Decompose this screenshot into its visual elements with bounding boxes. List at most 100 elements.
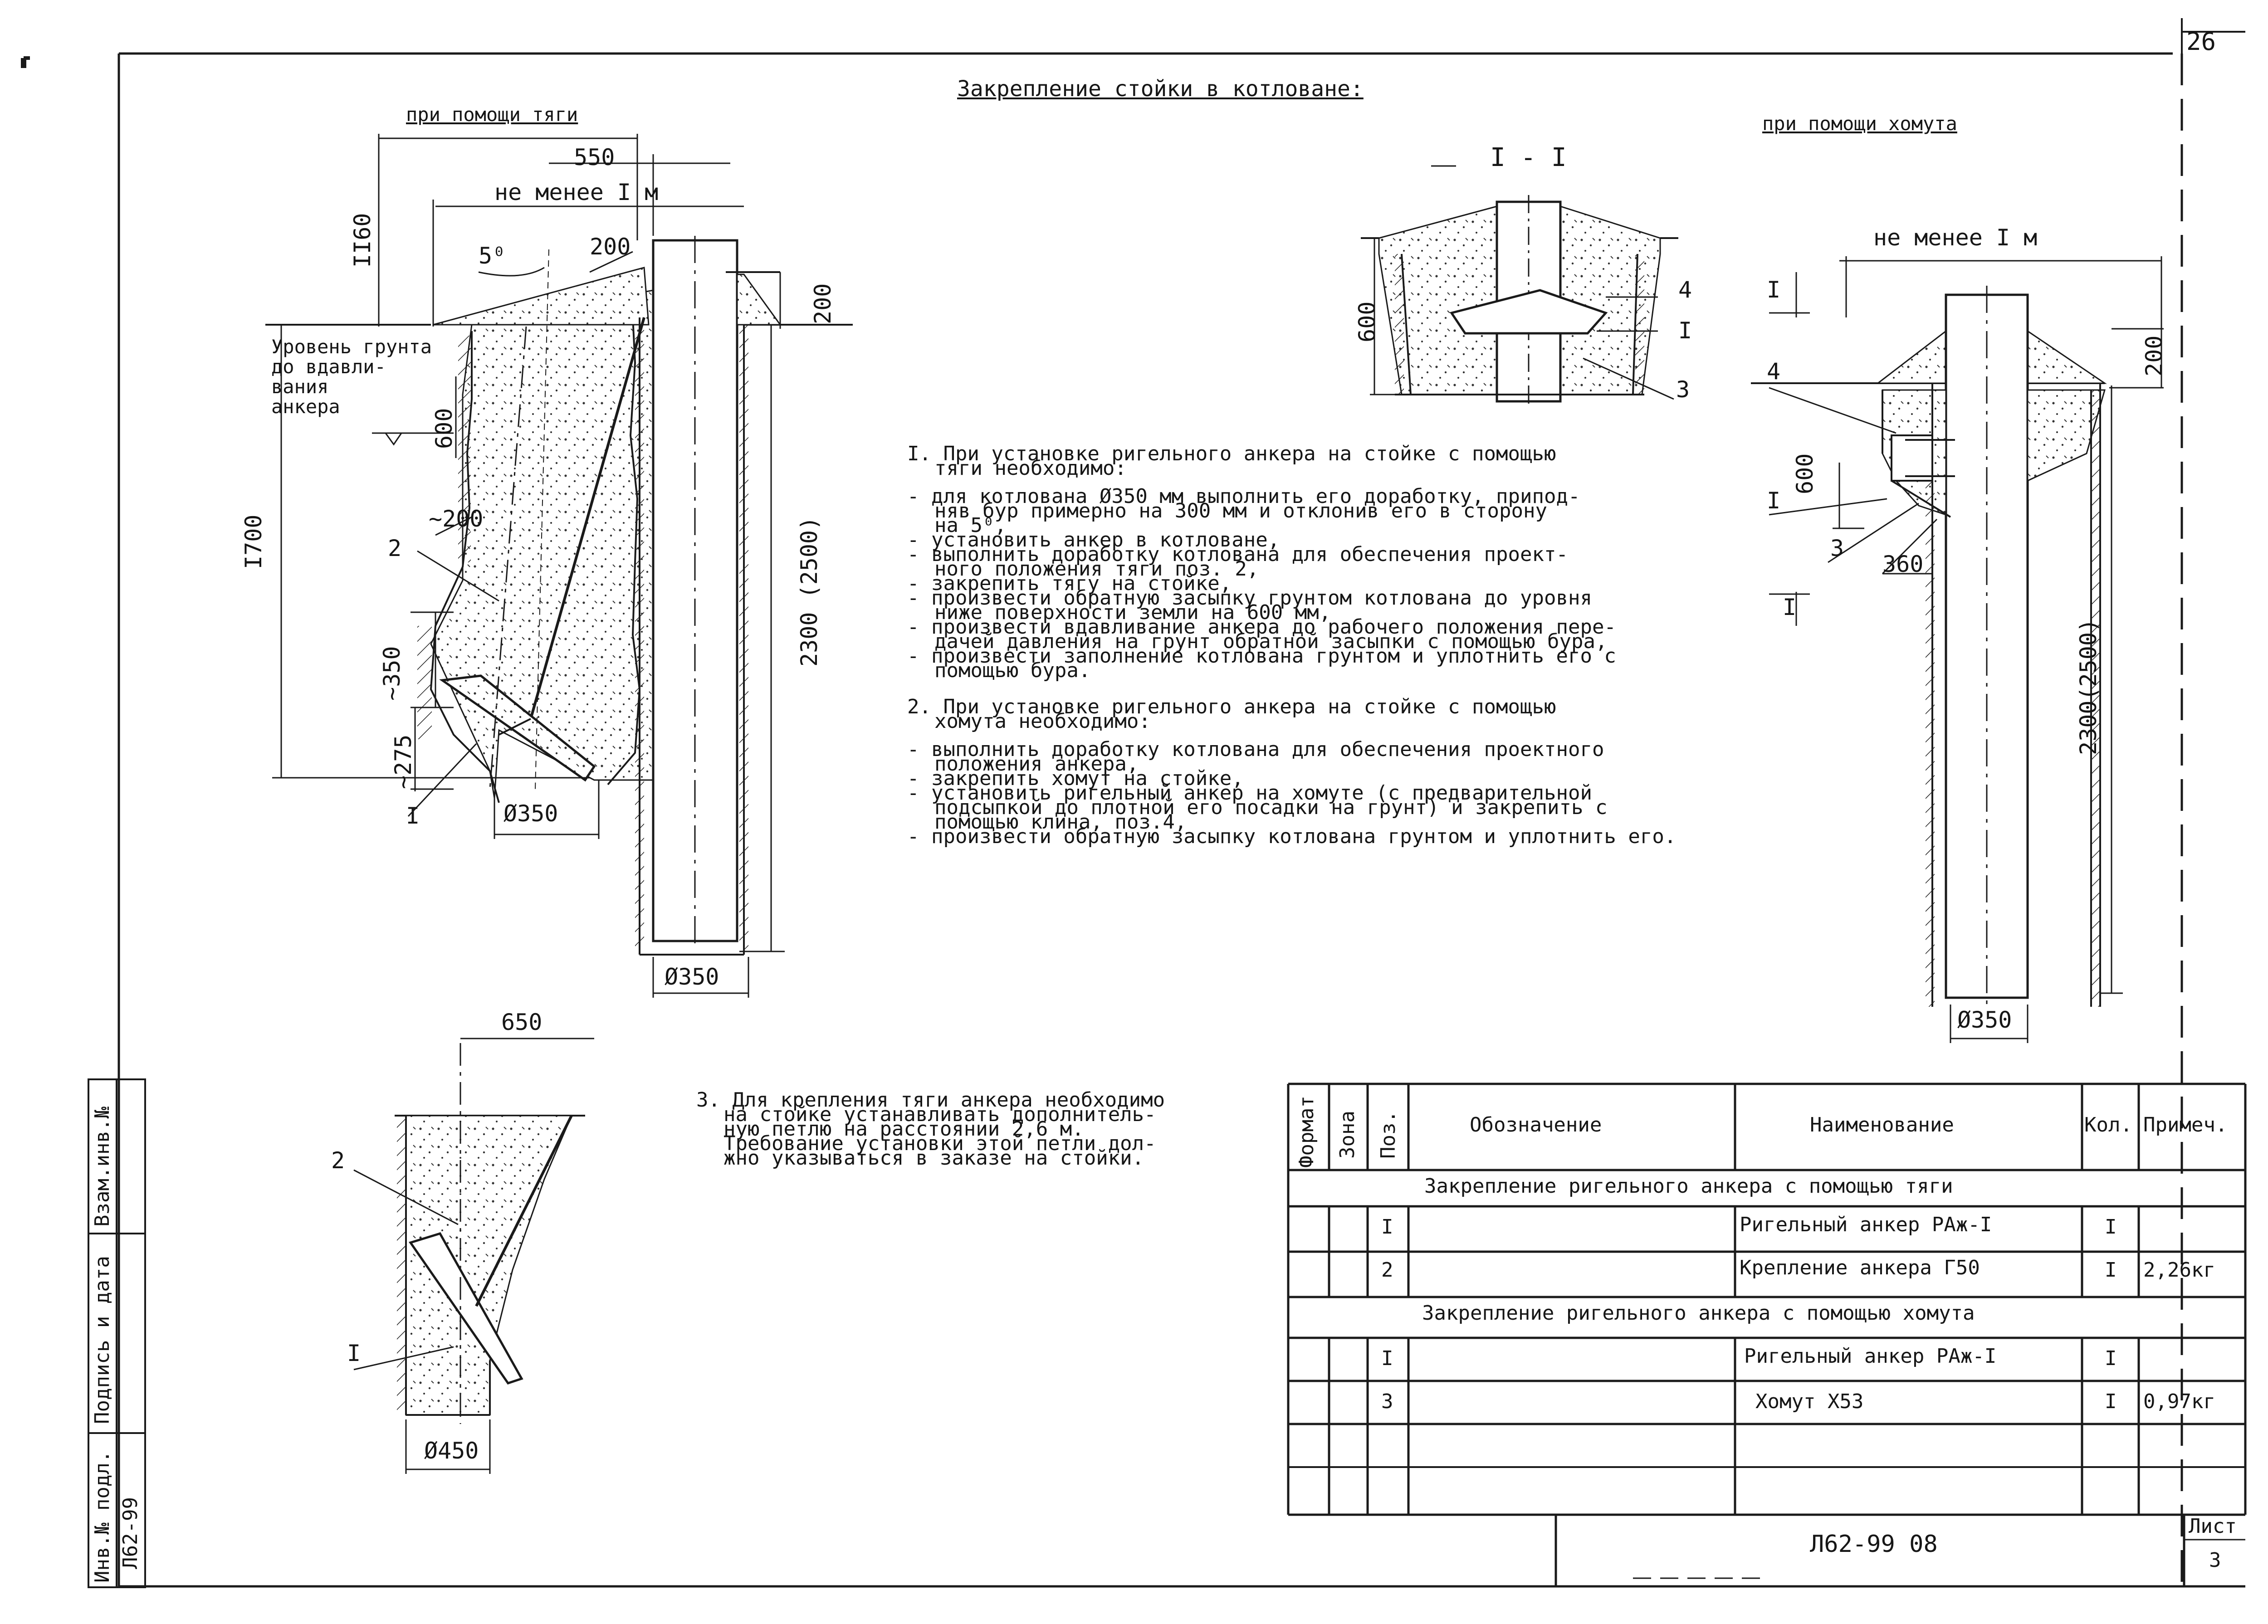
- header-zone: Зона: [1336, 1111, 1359, 1159]
- g2-row1-name: Ригельный анкер РАж-I: [1744, 1345, 1997, 1368]
- note2-item3-cont: подсыпкой до плотной его посадки на грун…: [934, 796, 1608, 819]
- note2-item4: - произвести обратную засыпку котлована …: [907, 825, 1677, 848]
- dim-360: 360: [1882, 551, 1924, 577]
- right-pos-4: 4: [1767, 358, 1781, 385]
- dim-dia350-right: Ø350: [1957, 1007, 2012, 1033]
- note1-item7-cont: помощью бура.: [934, 659, 1091, 682]
- note3-line1: 3. Для крепления тяги анкера необходимо: [696, 1088, 1165, 1112]
- note3-line5: жно указываться в заказе на стойки.: [723, 1146, 1144, 1170]
- doc-code: Л62-99 08: [1810, 1531, 1938, 1558]
- note1-item1: - для котлована Ø350 мм выполнить его до…: [907, 485, 1580, 508]
- dim-2300-left: 2300 (2500): [796, 516, 822, 667]
- note1-item6: - произвести вдавливание анкера до рабоч…: [907, 615, 1616, 639]
- header-name: Наименование: [1810, 1113, 1954, 1136]
- dim-1700: I700: [240, 514, 267, 569]
- spec-table-lines: [1287, 1083, 2247, 1587]
- section-pos-4: 4: [1678, 277, 1692, 303]
- bottom-pos-1: I: [347, 1340, 361, 1366]
- g1-row1-name: Ригельный анкер РАж-I: [1740, 1213, 1992, 1236]
- group2-title: Закрепление ригельного анкера с помощью …: [1422, 1302, 1975, 1325]
- dim-dia350-pit: Ø350: [503, 800, 558, 827]
- section-view-lines: [1361, 165, 1678, 408]
- note2-title-cont: хомута необходимо:: [934, 710, 1151, 733]
- section-pos-3: 3: [1676, 376, 1690, 403]
- section-pos-1: I: [1678, 317, 1692, 344]
- note2-item1-cont: положения анкера,: [934, 752, 1139, 775]
- g2-row2-qty: I: [2105, 1390, 2117, 1413]
- note1-item6-cont: дачей давления на грунт обратной засыпки…: [934, 630, 1608, 653]
- note1-item2: - установить анкер в котловане,: [907, 528, 1280, 551]
- dim-350-left: ~350: [379, 646, 405, 701]
- ground-label-line4: анкера: [271, 395, 340, 418]
- sheet-number: 3: [2209, 1549, 2221, 1572]
- header-format: Формат: [1295, 1096, 1318, 1168]
- dim-200-side: ~200: [429, 506, 484, 532]
- g2-row2-pos: 3: [1381, 1390, 1393, 1413]
- pos-1-left: I: [406, 803, 420, 829]
- dim-dia350-post: Ø350: [665, 964, 719, 990]
- ground-label-line3: вания: [271, 376, 329, 398]
- ground-label-line1: Уровень грунта: [271, 336, 432, 358]
- note1-title: I. При установке ригельного анкера на ст…: [907, 442, 1556, 465]
- notes-block: I. При установке ригельного анкера на ст…: [907, 442, 1677, 848]
- g1-row2-note: 2,26кг: [2143, 1258, 2215, 1282]
- note1-item5-cont: ниже поверхности земли на 600 мм,: [934, 601, 1331, 624]
- section-mark-bottom: I: [1783, 594, 1797, 620]
- header-note: Примеч.: [2143, 1113, 2228, 1136]
- note2-item3: - установить ригельный анкер на хомуте (…: [907, 781, 1592, 805]
- section-mark-top: I: [1767, 277, 1781, 303]
- dim-1160: II60: [349, 213, 376, 268]
- ground-label-line2: до вдавли-: [271, 356, 386, 378]
- note3-line4: Требование установки этой петли дол-: [723, 1132, 1156, 1155]
- bottom-view-lines: [353, 1038, 594, 1474]
- dim-dia450: Ø450: [424, 1438, 479, 1464]
- note1-item1-cont2: на 5⁰,: [934, 514, 1007, 537]
- note1-item5: - произвести обратную засыпку грунтом ко…: [907, 586, 1592, 610]
- dim-200-top: 200: [590, 234, 631, 260]
- pos-2-left: 2: [388, 535, 402, 561]
- note1-item4: - закрепить тягу на стойке,: [907, 572, 1232, 595]
- dim-275: ~275: [390, 734, 416, 789]
- g2-row1-pos: I: [1381, 1347, 1393, 1370]
- g2-row2-name: Хомут Х53: [1755, 1390, 1864, 1413]
- note3-block: 3. Для крепления тяги анкера необходимо …: [696, 1088, 1165, 1170]
- note3-line2: на стойке устанавливать дополнитель-: [723, 1103, 1156, 1126]
- header-pos: Поз.: [1377, 1111, 1400, 1159]
- g2-row1-qty: I: [2105, 1347, 2117, 1370]
- dim-600-right: 600: [1792, 453, 1818, 494]
- right-pos-3: 3: [1830, 535, 1844, 561]
- dim-not-less-1m-left: не менее I м: [494, 179, 659, 205]
- note1-item3-cont: ного положения тяги поз. 2,: [934, 557, 1259, 580]
- dim-200-right-view: 200: [2141, 335, 2167, 376]
- g1-row2-qty: I: [2105, 1258, 2117, 1282]
- header-qty: Кол.: [2084, 1113, 2132, 1136]
- dim-600-left: 600: [431, 408, 457, 449]
- dim-not-less-1m-right: не менее I м: [1873, 224, 2038, 251]
- sheet-corner-number: 26: [2186, 27, 2216, 56]
- left-view-title: при помощи тяги: [406, 103, 578, 126]
- note2-item2: - закрепить хомут на стойке,: [907, 767, 1244, 790]
- dim-650: 650: [501, 1009, 543, 1035]
- note1-item7: - произвести заполнение котлована грунто…: [907, 644, 1616, 668]
- side-inv-value: Л62-99: [119, 1497, 142, 1569]
- g1-row2-name: Крепление анкера Г50: [1740, 1256, 1980, 1279]
- note2-title: 2. При установке ригельного анкера на ст…: [907, 695, 1556, 718]
- dim-5deg: 5⁰: [479, 243, 506, 269]
- side-inv-label: Инв.№ подл.: [91, 1450, 114, 1583]
- group1-title: Закрепление ригельного анкера с помощью …: [1424, 1175, 1953, 1198]
- section-title: I - I: [1490, 143, 1567, 172]
- g1-row1-pos: I: [1381, 1215, 1393, 1239]
- g1-row2-pos: 2: [1381, 1258, 1393, 1282]
- sheet-label: Лист: [2189, 1515, 2237, 1538]
- dim-550: 550: [574, 144, 615, 171]
- g2-row2-note: 0,97кг: [2143, 1390, 2215, 1413]
- right-pos-1: I: [1767, 488, 1781, 514]
- right-view-title: при помощи хомута: [1762, 112, 1957, 135]
- side-stamp-lines: [88, 1078, 146, 1588]
- side-sign-label: Подпись и дата: [91, 1256, 114, 1424]
- dim-2300-right: 2300(2500): [2075, 618, 2102, 755]
- note1-item1-cont: няв бур примерно на 300 мм и отклонив ег…: [934, 499, 1548, 522]
- note3-line3: ную петлю на расстоянии 2,6 м.: [723, 1117, 1084, 1141]
